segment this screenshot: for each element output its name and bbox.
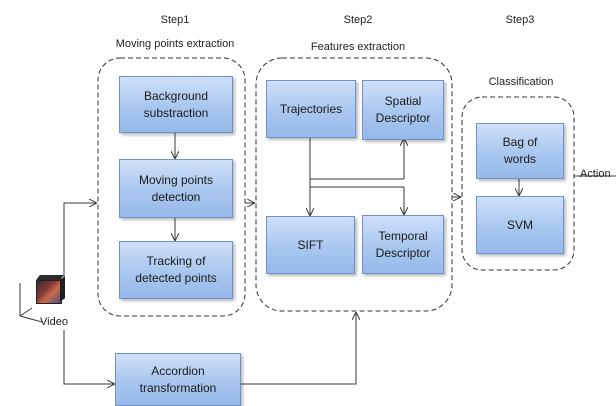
step1-container xyxy=(97,57,246,317)
step2-title: Step2 xyxy=(343,14,373,26)
step3-container xyxy=(461,96,575,271)
arrow-video-to-accordion xyxy=(63,330,114,384)
step3-subtitle: Classification xyxy=(488,76,554,88)
action-label: Action xyxy=(580,168,611,180)
temporal-descriptor-box: Temporal Descriptor xyxy=(362,215,444,274)
accordion-transformation-box: Accordion transformation xyxy=(115,353,241,406)
arrow-video-to-step1 xyxy=(63,203,96,288)
tracking-box: Tracking of detected points xyxy=(119,241,233,299)
bag-of-words-box: Bag of words xyxy=(476,123,564,179)
video-label: Video xyxy=(40,316,68,328)
step1-title: Step1 xyxy=(160,14,190,26)
video-thumbnail xyxy=(30,275,65,316)
svm-box: SVM xyxy=(476,196,564,254)
background-subtraction-box: Background substraction xyxy=(119,76,233,133)
moving-points-detection-box: Moving points detection xyxy=(119,159,233,218)
step1-subtitle: Moving points extraction xyxy=(115,38,235,50)
spatial-descriptor-box: Spatial Descriptor xyxy=(362,80,444,140)
trajectories-box: Trajectories xyxy=(266,80,356,138)
step2-container xyxy=(255,57,453,312)
arrow-accordion-to-step2 xyxy=(240,313,356,385)
step2-subtitle: Features extraction xyxy=(310,41,406,53)
step3-title: Step3 xyxy=(505,14,535,26)
video-axes-icon xyxy=(19,283,43,323)
sift-box: SIFT xyxy=(266,216,355,274)
